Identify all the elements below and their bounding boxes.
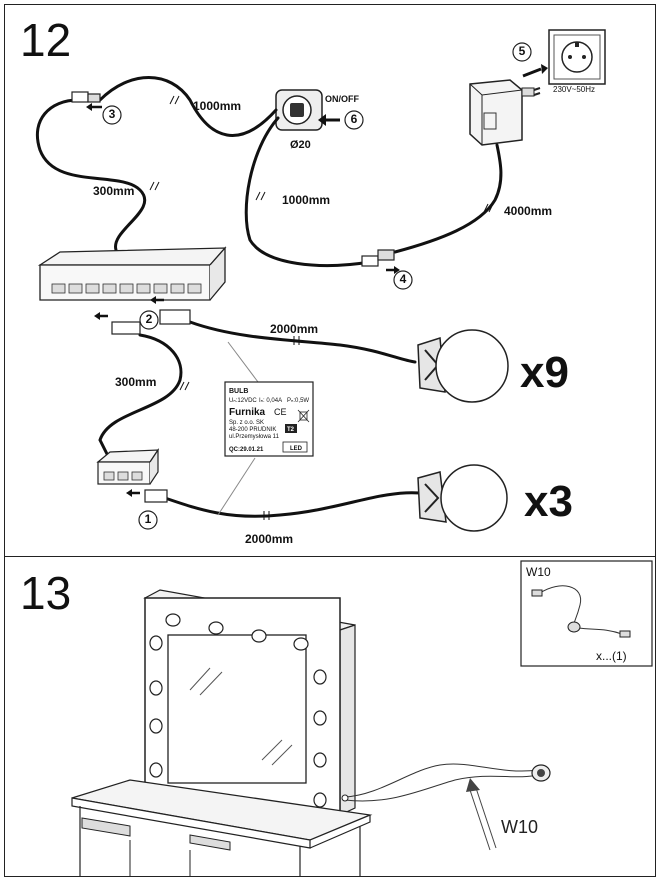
length-bulbs-3: 2000mm [245, 532, 293, 546]
callout-1: 1 [145, 512, 152, 526]
switch-on-off-label: ON/OFF [325, 94, 359, 104]
vanity-table-icon [71, 779, 373, 877]
cable-to-hub [35, 98, 147, 252]
bulb-address-2: 48-200 PRUDNIK [229, 427, 276, 433]
power-adapter-icon [469, 79, 541, 146]
connector-1-icon [144, 489, 168, 503]
connector-4-icon [361, 249, 395, 267]
length-switch-out: 1000mm [282, 193, 330, 207]
bulb-address-3: ul.Przemysłowa 11 [229, 434, 280, 440]
bulb-spec-current: Iₙ: 0,04A [259, 398, 282, 404]
cable-hub-small [98, 333, 183, 462]
bulb-qc: QC:29.01.21 [229, 447, 264, 453]
callout-2: 2 [146, 312, 153, 326]
ce-mark-icon: CE [274, 407, 287, 417]
wall-socket-icon [548, 29, 606, 85]
w10-switch-icon [531, 764, 551, 782]
step-13-number: 13 [20, 567, 71, 619]
bulb-spec-label: BULB Uₙ:12VDC Iₙ: 0,04A Pₙ:0,5W Furnika … [224, 381, 314, 457]
step-12-panel [4, 4, 656, 557]
step-12-number: 12 [20, 14, 71, 66]
step-13-panel [4, 557, 656, 877]
on-off-switch-icon [275, 89, 323, 131]
connector-2-icon [111, 309, 191, 335]
cable-bulbs-3 [163, 491, 422, 518]
cable-bulbs-9 [188, 320, 417, 364]
w10-inset [520, 560, 653, 667]
bulb-class: T2 [287, 427, 295, 433]
callout-6: 6 [351, 112, 358, 126]
bulb-spec-power: Pₙ:0,5W [287, 398, 309, 404]
callout-4: 4 [400, 272, 407, 286]
bulb-large-icon [417, 329, 509, 403]
bulb-spec-voltage: Uₙ:12VDC [229, 398, 257, 404]
small-hub-icon [96, 448, 160, 485]
bulb-label-title: BULB [229, 388, 248, 395]
cable-to-switch [98, 76, 278, 137]
callout-5: 5 [519, 44, 526, 58]
callout-3: 3 [109, 107, 116, 121]
mirror-bulbs [149, 613, 327, 808]
distribution-hub-icon [37, 246, 227, 301]
multiplier-x9: x9 [520, 348, 569, 397]
length-adapter: 4000mm [504, 204, 552, 218]
mirror-frame-icon [143, 589, 356, 816]
cable-adapter [393, 143, 503, 254]
cable-switch-to-connector [244, 116, 372, 267]
multiplier-x3: x3 [524, 477, 573, 526]
bulb-address-1: Sp. z o.o. SK [229, 420, 264, 426]
inset-title: W10 [526, 565, 551, 579]
length-hub: 300mm [93, 184, 134, 198]
length-switch-in: 1000mm [193, 99, 241, 113]
length-hub-small: 300mm [115, 375, 156, 389]
bulb-label-brand: Furnika [229, 407, 266, 418]
switch-diameter-label: Ø20 [290, 139, 311, 151]
weee-bin-icon [297, 409, 310, 423]
bulb-led: LED [290, 446, 303, 452]
length-bulbs-9: 2000mm [270, 322, 318, 336]
socket-voltage-label: 230V~50Hz [553, 85, 595, 94]
cable-break-marks [149, 95, 494, 520]
w10-pointer-label: W10 [501, 817, 538, 837]
inset-quantity: x...(1) [596, 649, 627, 663]
bulb-small-icon [417, 464, 508, 532]
connector-3-icon [71, 91, 101, 103]
